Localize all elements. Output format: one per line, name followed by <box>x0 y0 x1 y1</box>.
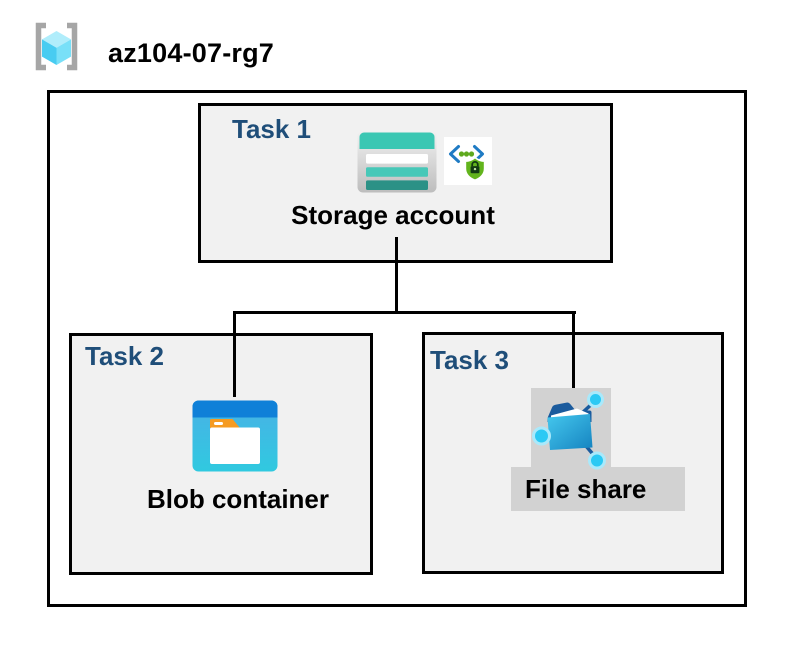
task3-label: Task 3 <box>430 345 510 375</box>
cube-right-face <box>56 39 71 65</box>
storage-account-icon <box>357 130 437 193</box>
dot3 <box>468 151 475 157</box>
storage-stripe-teal <box>366 167 428 177</box>
task1-label: Task 1 <box>232 114 312 144</box>
storage-top-band <box>359 132 435 149</box>
cube-left-face <box>42 39 57 65</box>
network-node-top <box>587 391 604 408</box>
resource-group-icon <box>35 22 78 71</box>
storage-stripe-dark-teal <box>366 180 428 190</box>
code-bracket-left <box>449 145 460 163</box>
folder-tab-orange <box>210 419 240 428</box>
file-share-label: File share <box>525 473 647 504</box>
storage-stripe-white <box>366 154 428 164</box>
shield-lock <box>464 156 486 182</box>
folder-tab-dash <box>214 422 223 425</box>
network-node-bottom <box>588 451 606 470</box>
storage-account-label: Storage account <box>291 200 495 230</box>
connector-storage-stem <box>395 237 398 314</box>
connector-branch-horizontal <box>233 311 576 314</box>
resource-group-name: az104-07-rg7 <box>108 38 274 68</box>
secure-access-lock-icon <box>444 137 492 185</box>
file-share-icon <box>532 391 606 470</box>
blob-container-icon <box>192 400 278 472</box>
connector-to-fileshare <box>572 311 575 389</box>
cube-top-face <box>42 31 71 48</box>
network-node-left <box>532 426 551 446</box>
file-share-label-background: File share <box>511 467 685 511</box>
blob-title-bar <box>192 400 278 418</box>
right-bracket-shape <box>67 22 78 71</box>
connector-to-blob <box>233 311 236 397</box>
left-bracket-shape <box>35 22 46 71</box>
dot1 <box>458 151 465 157</box>
task2-label: Task 2 <box>85 341 165 371</box>
blob-container-label: Blob container <box>146 484 329 514</box>
folder-body-white <box>210 427 260 464</box>
folder-front-face <box>547 414 593 450</box>
dot2 <box>463 151 470 157</box>
